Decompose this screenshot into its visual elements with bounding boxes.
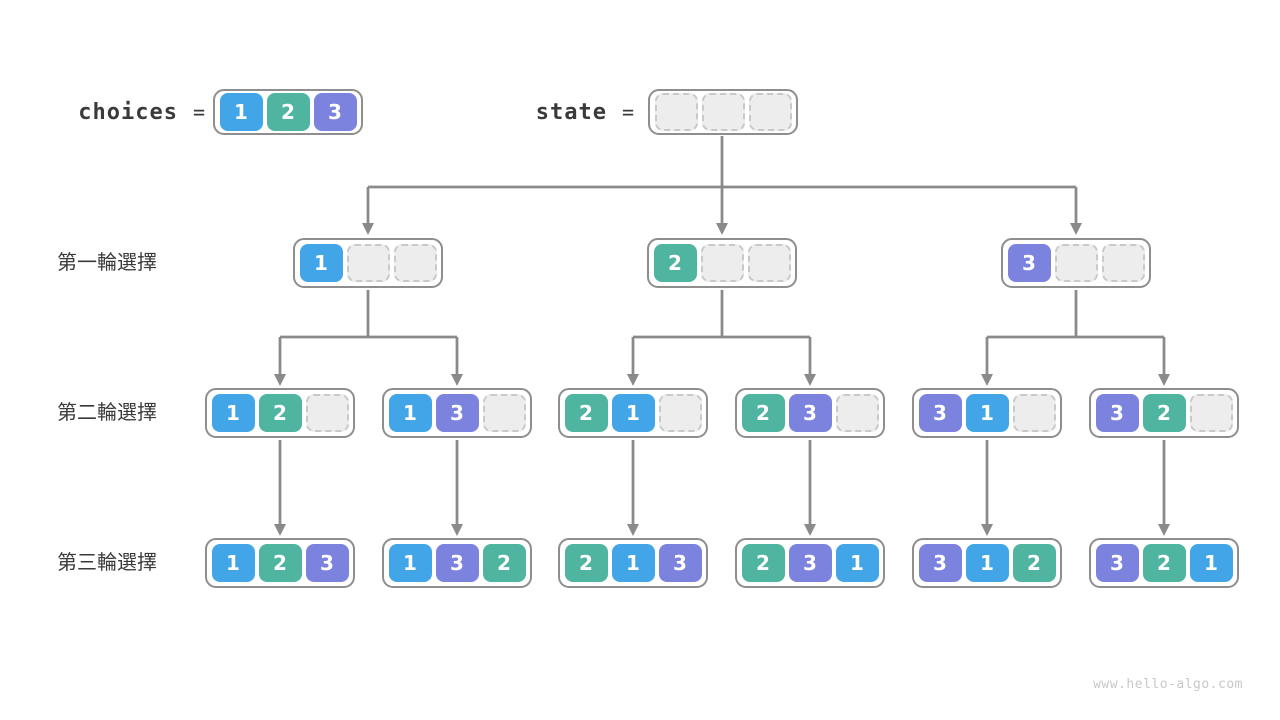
array-cell: 1 [388,394,432,432]
array-cell [1054,244,1098,282]
r3-box-6: 3 2 1 [1089,538,1239,588]
array-cell [658,394,702,432]
array-cell: 1 [965,544,1009,582]
array-cell: 3 [918,394,962,432]
array-cell: 3 [918,544,962,582]
r1-box-1: 1 [293,238,443,288]
r3-box-1: 1 2 3 [205,538,355,588]
array-cell [393,244,437,282]
state-cell-2 [701,93,745,131]
array-cell: 3 [305,544,349,582]
r2-box-3: 2 1 [558,388,708,438]
r2-box-2: 1 3 [382,388,532,438]
choices-cell-3: 3 [313,93,357,131]
array-cell: 2 [741,544,785,582]
state-label: state [535,99,607,125]
array-cell [482,394,526,432]
choices-array-box: 1 2 3 [213,89,363,135]
r2-box-4: 2 3 [735,388,885,438]
choices-label: choices [78,99,178,125]
r3-box-2: 1 3 2 [382,538,532,588]
r2-box-6: 3 2 [1089,388,1239,438]
array-cell [346,244,390,282]
array-cell: 3 [658,544,702,582]
array-cell: 1 [1189,544,1233,582]
r2-box-5: 3 1 [912,388,1062,438]
array-cell: 1 [388,544,432,582]
r2-box-1: 1 2 [205,388,355,438]
state-equals-sign: = [621,100,634,124]
r1-box-3: 3 [1001,238,1151,288]
array-cell: 2 [653,244,697,282]
state-expression: state = [536,89,634,135]
array-cell: 1 [211,544,255,582]
array-cell [835,394,879,432]
array-cell: 1 [835,544,879,582]
array-cell: 1 [299,244,343,282]
choices-equals-sign: = [192,100,205,124]
array-cell [700,244,744,282]
array-cell [747,244,791,282]
array-cell [1189,394,1233,432]
array-cell: 2 [482,544,526,582]
array-cell: 3 [435,544,479,582]
array-cell: 2 [258,544,302,582]
round2-label: 第二輪選擇 [57,402,157,424]
array-cell: 2 [1142,394,1186,432]
round1-label: 第一輪選擇 [57,252,157,274]
array-cell: 3 [1095,394,1139,432]
array-cell: 2 [1012,544,1056,582]
array-cell [1012,394,1056,432]
array-cell [305,394,349,432]
array-cell: 2 [258,394,302,432]
r1-box-2: 2 [647,238,797,288]
r3-box-4: 2 3 1 [735,538,885,588]
array-cell: 3 [788,394,832,432]
array-cell: 2 [564,394,608,432]
choices-cell-1: 1 [219,93,263,131]
array-cell: 1 [611,544,655,582]
array-cell: 3 [1007,244,1051,282]
array-cell: 1 [965,394,1009,432]
array-cell: 1 [611,394,655,432]
r3-box-5: 3 1 2 [912,538,1062,588]
state-array-box [648,89,798,135]
r3-box-3: 2 1 3 [558,538,708,588]
array-cell [1101,244,1145,282]
array-cell: 3 [788,544,832,582]
array-cell: 2 [1142,544,1186,582]
array-cell: 1 [211,394,255,432]
choices-expression: choices = [78,89,205,135]
watermark: www.hello-algo.com [1093,677,1243,692]
choices-cell-2: 2 [266,93,310,131]
round3-label: 第三輪選擇 [57,552,157,574]
state-cell-1 [654,93,698,131]
array-cell: 2 [741,394,785,432]
array-cell: 3 [1095,544,1139,582]
state-cell-3 [748,93,792,131]
array-cell: 3 [435,394,479,432]
array-cell: 2 [564,544,608,582]
